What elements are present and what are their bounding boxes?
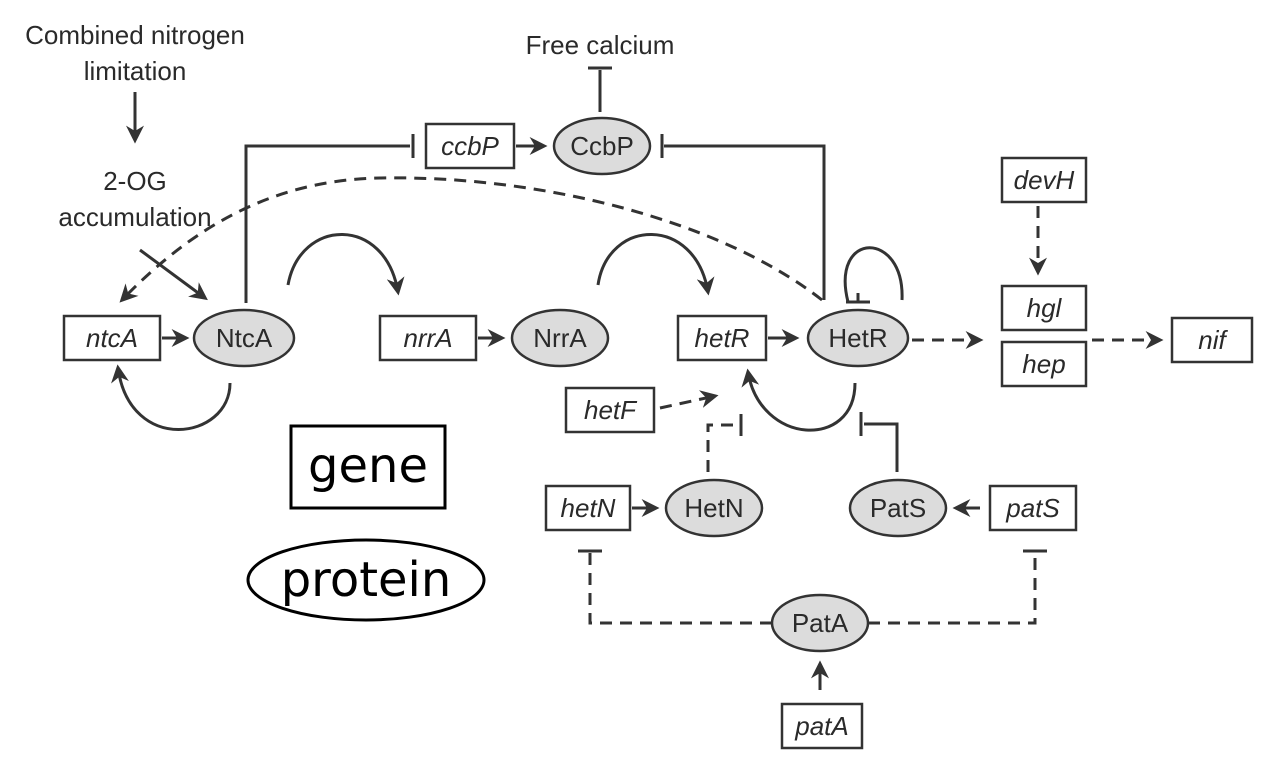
edge-nrra-to-hetr xyxy=(596,233,715,296)
gene-box-pata: patA xyxy=(780,702,864,750)
legend-gene-label: gene xyxy=(308,438,428,494)
edge-hetr-to-hetrgene xyxy=(741,368,857,432)
protein-label-nrra: NrrA xyxy=(533,323,587,353)
label-free-calcium: Free calcium xyxy=(526,30,675,60)
edge-pats-inhibits-hetr xyxy=(864,422,899,472)
protein-pata: PatA xyxy=(770,593,870,653)
edge-ntca-to-nrra xyxy=(286,233,405,296)
edge-pata-inhibits-pats xyxy=(868,553,1037,625)
protein-label-hetr: HetR xyxy=(828,323,887,353)
protein-label-hetn: HetN xyxy=(684,493,743,523)
label-2og-line2: accumulation xyxy=(58,202,211,232)
label-nitrogen-line2: limitation xyxy=(84,56,187,86)
gene-box-hetr: hetR xyxy=(676,314,768,362)
edge-ntca-to-ntcagene xyxy=(111,364,232,431)
legend-gene: gene xyxy=(289,424,447,510)
edge-hetn-inhibits-hetr xyxy=(706,423,738,472)
gene-label-pats: patS xyxy=(1005,493,1060,523)
protein-ntca: NtcA xyxy=(192,308,296,368)
protein-pats: PatS xyxy=(848,478,948,538)
protein-nrra: NrrA xyxy=(510,308,610,368)
gene-box-hep: hep xyxy=(1000,340,1088,388)
label-2og-line1: 2-OG xyxy=(103,166,167,196)
protein-hetn: HetN xyxy=(664,478,764,538)
protein-label-pata: PatA xyxy=(792,608,849,638)
edge-pata-inhibits-hetn xyxy=(588,553,772,625)
gene-box-devh: devH xyxy=(1000,156,1088,204)
gene-label-hetf: hetF xyxy=(584,395,638,425)
edge-hetr-to-ntcagene xyxy=(119,176,823,303)
protein-ccbp: CcbP xyxy=(552,116,652,176)
gene-label-nrra: nrrA xyxy=(403,323,452,353)
legend-protein-label: protein xyxy=(281,552,452,608)
edge-hetr-self-loop xyxy=(843,246,904,303)
protein-label-ntca: NtcA xyxy=(216,323,273,353)
gene-box-nif: nif xyxy=(1170,316,1254,364)
gene-box-hetf: hetF xyxy=(564,386,656,434)
gene-label-ntca: ntcA xyxy=(86,323,138,353)
gene-box-pats: patS xyxy=(988,484,1078,532)
gene-box-hetn: hetN xyxy=(544,484,632,532)
gene-label-hetr: hetR xyxy=(695,323,750,353)
legend-protein: protein xyxy=(246,538,486,622)
gene-label-devh: devH xyxy=(1014,165,1075,195)
edge-hetf-to-hetr xyxy=(659,390,719,410)
edge-hetr-inhibits-ccbp xyxy=(664,144,826,300)
gene-box-ntca: ntcA xyxy=(62,314,162,362)
edge-2og-to-ntca xyxy=(139,248,208,301)
gene-label-hep: hep xyxy=(1022,349,1065,379)
gene-label-hgl: hgl xyxy=(1027,293,1063,323)
gene-box-ccbp: ccbP xyxy=(424,122,516,170)
gene-label-hetn: hetN xyxy=(561,493,616,523)
label-nitrogen-line1: Combined nitrogen xyxy=(25,20,245,50)
gene-box-hgl: hgl xyxy=(1000,284,1088,332)
gene-label-pata: patA xyxy=(794,711,849,741)
protein-label-pats: PatS xyxy=(870,493,926,523)
edge-ntca-inhibits-ccbp xyxy=(244,144,410,303)
gene-label-nif: nif xyxy=(1198,325,1228,355)
protein-label-ccbp: CcbP xyxy=(570,131,634,161)
protein-hetr: HetR xyxy=(806,308,910,368)
gene-label-ccbp: ccbP xyxy=(441,131,499,161)
gene-box-nrra: nrrA xyxy=(378,314,478,362)
